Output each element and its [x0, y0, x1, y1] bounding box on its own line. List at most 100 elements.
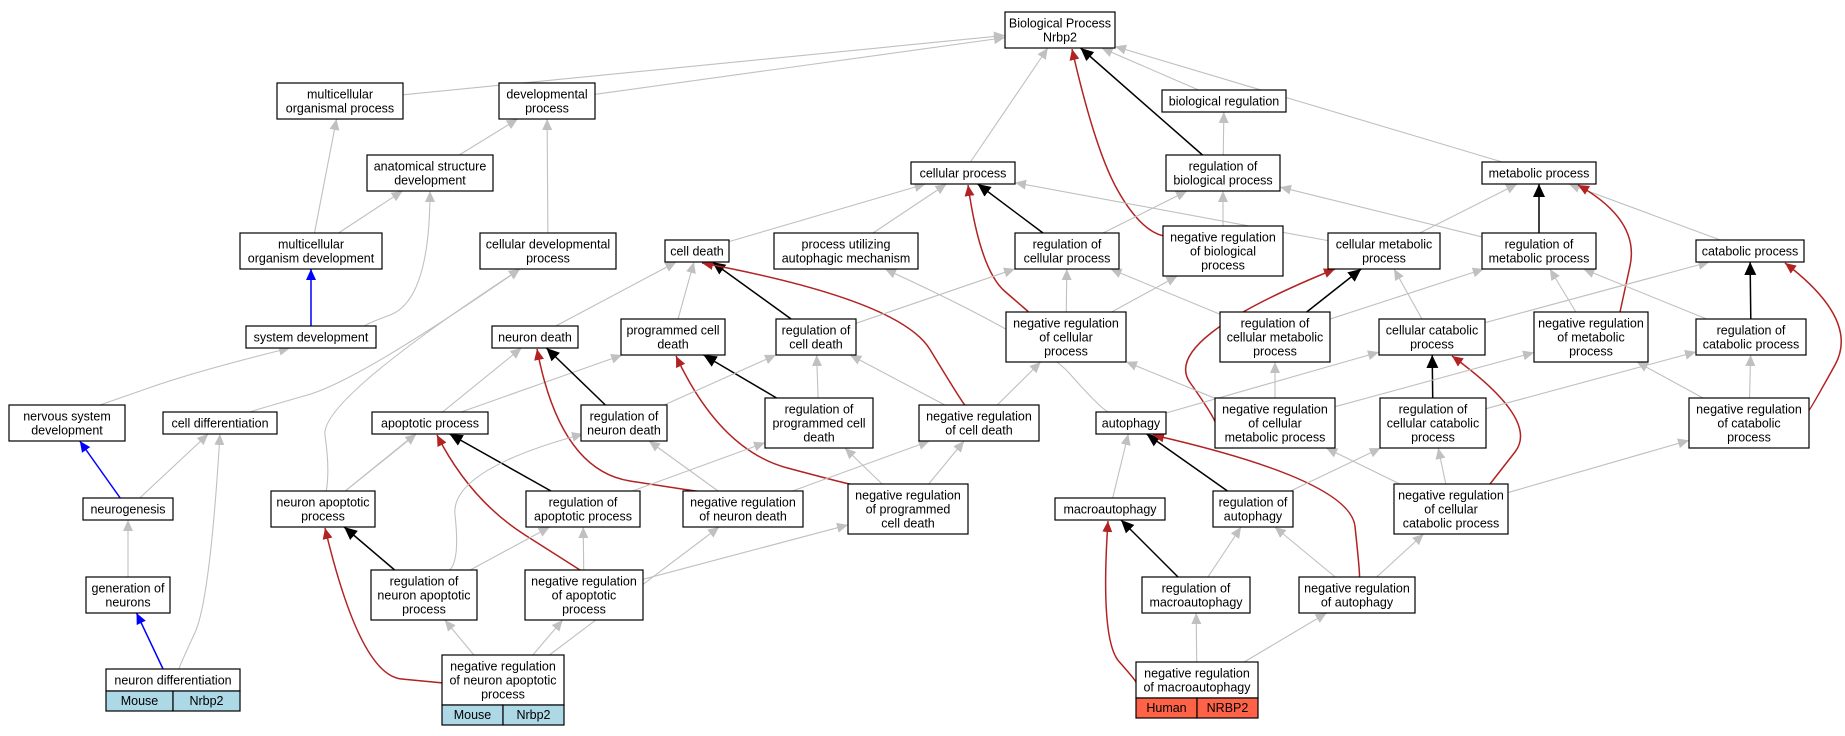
edge-nroaut-to-autoph: [1152, 432, 1361, 578]
node-breg[interactable]: biological regulation: [1161, 89, 1287, 113]
node-label-line: metabolic process: [1489, 252, 1590, 266]
node-label-line: regulation of: [1219, 496, 1288, 510]
node-cp[interactable]: cellular process: [910, 161, 1016, 185]
node-box: [1095, 411, 1167, 435]
node-label-line: organism development: [248, 252, 375, 266]
node-label-line: anatomical structure: [374, 160, 487, 174]
edge-ronap-to-roap: [469, 526, 550, 571]
node-label-line: death: [803, 431, 834, 445]
node-box: [85, 576, 171, 614]
edge-catp-to-metp: [1568, 183, 1721, 241]
node-neurog[interactable]: neurogenesis: [82, 497, 174, 521]
node-box: [245, 325, 377, 349]
node-label-line: neuron death: [498, 331, 572, 345]
edge-nrocatp-to-rocatp: [1745, 354, 1756, 399]
annotation-cell: [502, 704, 565, 726]
node-label-line: apoptotic process: [381, 417, 479, 431]
edge-nrond-to-rond: [648, 440, 719, 492]
node-celld[interactable]: cell death: [664, 239, 730, 263]
node-autoph[interactable]: autophagy: [1095, 411, 1167, 435]
node-box: [1162, 225, 1284, 277]
node-label-line: of autophagy: [1321, 596, 1394, 610]
node-label-line: negative regulation: [1304, 582, 1410, 596]
node-label-line: neurons: [105, 596, 150, 610]
node-label-line: negative regulation: [855, 489, 961, 503]
node-label-line: negative regulation: [1013, 317, 1119, 331]
node-box: [664, 239, 730, 263]
node-neud[interactable]: neuron death: [491, 325, 579, 349]
edge-nroccp-to-ccp: [1451, 355, 1522, 485]
node-box: [1688, 397, 1810, 449]
node-box: [370, 569, 478, 621]
node-box: [1393, 483, 1509, 535]
node-box: [1378, 318, 1486, 356]
node-box: [1135, 661, 1259, 699]
node-sysd[interactable]: system development: [245, 325, 377, 349]
edge-cmp-to-metp: [1419, 183, 1518, 234]
edge-rond-to-neud: [545, 347, 606, 406]
node-label-line: of macroautophagy: [1143, 681, 1251, 695]
node-celldiff[interactable]: cell differentiation: [162, 411, 278, 435]
node-label-line: death: [657, 338, 688, 352]
edge-rocmp-to-rocp: [1110, 268, 1221, 315]
edge-nromacro-to-nroaut: [1243, 612, 1327, 663]
node-box: [775, 318, 857, 356]
node-label-line: of neuron death: [699, 510, 787, 524]
node-label-line: cellular metabolic: [1227, 331, 1324, 345]
node-label-line: neuron apoptotic: [377, 589, 470, 603]
edge-cp-to-bp: [970, 47, 1049, 163]
node-label-line: catabolic process: [1703, 338, 1800, 352]
node-catp[interactable]: catabolic process: [1695, 239, 1805, 263]
node-label-line: negative regulation: [531, 575, 637, 589]
node-label-line: regulation of: [782, 324, 851, 338]
node-macro[interactable]: macroautophagy: [1054, 497, 1166, 521]
annotation-cell: [1196, 697, 1259, 719]
node-label-line: metabolic process: [1489, 167, 1590, 181]
node-apop[interactable]: apoptotic process: [371, 411, 489, 435]
node-box: [1327, 232, 1441, 270]
edge-nropcd-to-ropcd: [844, 447, 883, 485]
node-metp[interactable]: metabolic process: [1481, 161, 1597, 185]
edge-nromp-to-metp: [1577, 184, 1633, 313]
